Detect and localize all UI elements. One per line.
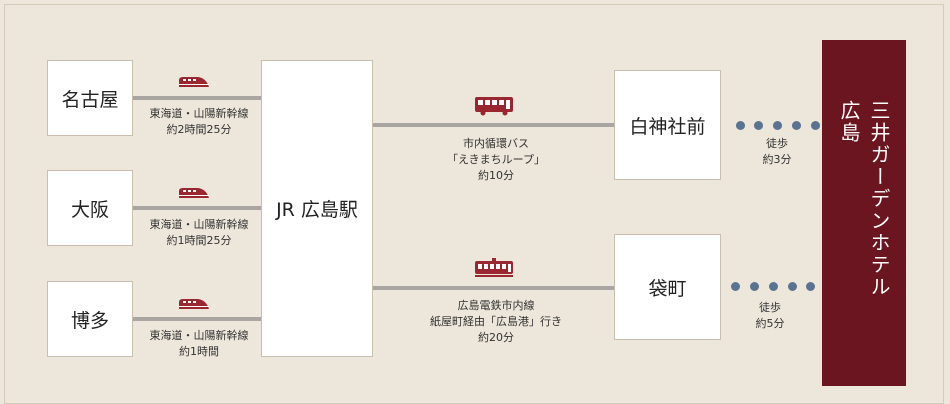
route-line-subname: 紙屋町経由「広島港」行き: [430, 315, 562, 328]
origin-nagoya: 名古屋: [47, 60, 133, 136]
route-line-hakata: [133, 317, 261, 321]
walk-duration: 約5分: [755, 317, 785, 330]
route-label-nagoya: 東海道・山陽新幹線 約2時間25分: [138, 106, 260, 138]
route-duration: 約20分: [478, 331, 514, 344]
stop-hakujinjamae: 白神社前: [614, 70, 721, 180]
hub-station-label: JR 広島駅: [276, 199, 358, 221]
walk-dot: [806, 282, 815, 291]
walk-dot: [736, 121, 745, 130]
walk-dot: [754, 121, 763, 130]
walk-dot: [792, 121, 801, 130]
route-label-tram: 広島電鉄市内線 紙屋町経由「広島港」行き 約20分: [406, 298, 586, 346]
walk-mode: 徒歩: [766, 137, 788, 150]
route-line-subname: 「えきまちループ」: [446, 153, 545, 166]
route-line-name: 市内循環バス: [463, 137, 529, 150]
origin-hakata: 博多: [47, 281, 133, 357]
tram-icon: [475, 258, 513, 277]
walk-label-lower: 徒歩 約5分: [735, 300, 805, 332]
stop-fukuromachi: 袋町: [614, 234, 721, 340]
route-line-name: 東海道・山陽新幹線: [149, 329, 249, 342]
origin-hakata-label: 博多: [70, 309, 109, 332]
route-line-name: 東海道・山陽新幹線: [149, 107, 249, 120]
bullet-train-icon: [179, 299, 209, 309]
hotel-city: 広島: [837, 100, 861, 144]
route-line-nagoya: [133, 96, 261, 100]
route-line-osaka: [133, 206, 261, 210]
hotel-destination: 三井ガーデンホテル 広島: [822, 40, 906, 386]
hotel-name: 三井ガーデンホテル: [867, 100, 891, 298]
walk-dot: [773, 121, 782, 130]
route-duration: 約2時間25分: [166, 123, 232, 136]
walk-dot: [811, 121, 820, 130]
origin-osaka: 大阪: [47, 170, 133, 246]
bus-icon: [475, 97, 513, 116]
bullet-train-icon: [179, 188, 209, 198]
route-line-bus: [373, 123, 614, 127]
walk-dot: [750, 282, 759, 291]
route-duration: 約1時間: [179, 345, 219, 358]
stop-fukuromachi-label: 袋町: [648, 277, 687, 300]
origin-nagoya-label: 名古屋: [61, 88, 119, 111]
route-label-hakata: 東海道・山陽新幹線 約1時間: [138, 328, 260, 360]
route-line-tram: [373, 286, 614, 290]
walk-label-upper: 徒歩 約3分: [742, 136, 812, 168]
stop-hakujinjamae-label: 白神社前: [629, 115, 706, 138]
walk-duration: 約3分: [762, 153, 792, 166]
route-line-name: 東海道・山陽新幹線: [149, 218, 249, 231]
route-label-bus: 市内循環バス 「えきまちループ」 約10分: [416, 136, 576, 184]
walk-dot: [731, 282, 740, 291]
origin-osaka-label: 大阪: [70, 198, 109, 221]
walk-dot: [769, 282, 778, 291]
bullet-train-icon: [179, 77, 209, 87]
route-duration: 約1時間25分: [166, 234, 232, 247]
route-line-name: 広島電鉄市内線: [457, 299, 535, 312]
walk-dot: [788, 282, 797, 291]
hub-station: JR 広島駅: [261, 60, 373, 357]
walk-mode: 徒歩: [759, 301, 781, 314]
route-label-osaka: 東海道・山陽新幹線 約1時間25分: [138, 217, 260, 249]
route-duration: 約10分: [478, 169, 514, 182]
